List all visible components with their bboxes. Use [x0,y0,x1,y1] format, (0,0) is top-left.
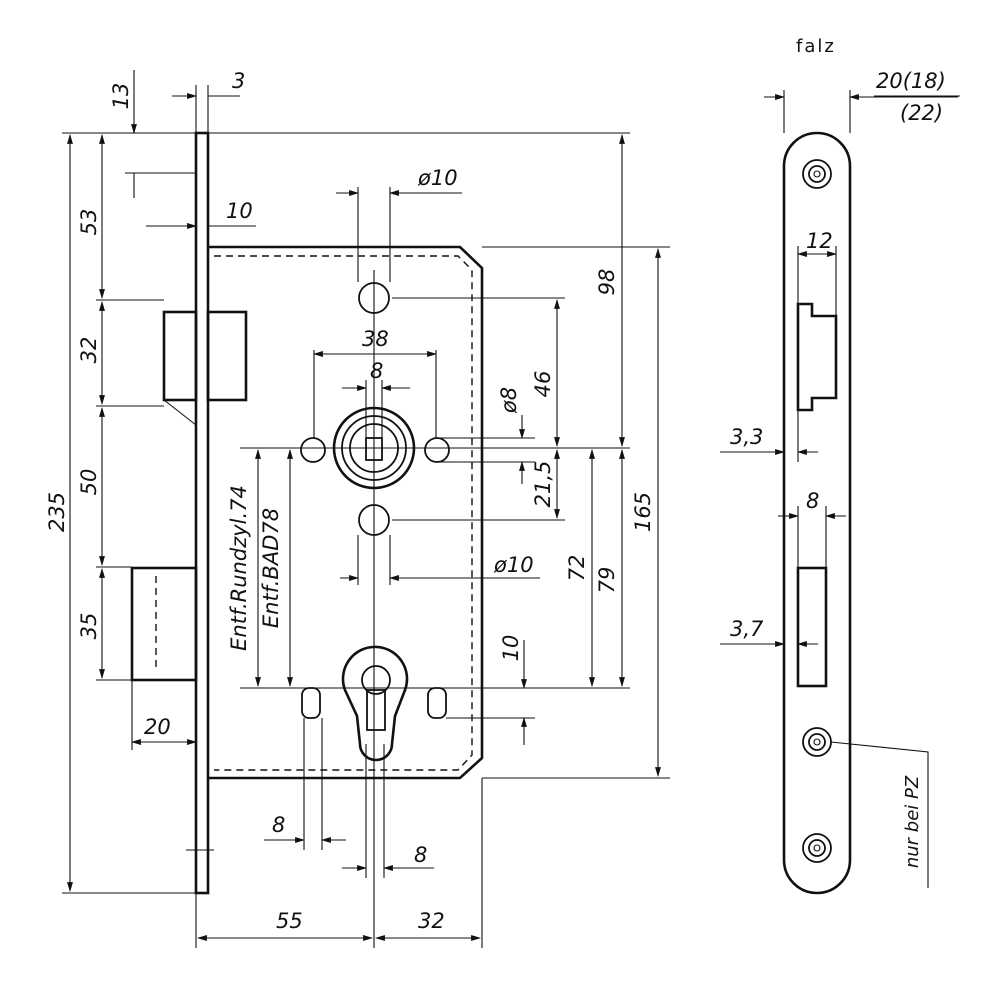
dim-20: 20 [144,715,171,739]
faceplate-side [782,131,852,895]
note-entf-rundzyl: Entf.Rundzyl.74 [227,485,251,651]
front-view: 13 3 53 10 32 50 235 35 20 ø10 38 8 ø8 4… [45,69,670,948]
dim-165: 165 [631,492,655,532]
dim-8-bottom-mid: 8 [414,843,427,867]
dim-dia10-mid: ø10 [493,553,534,577]
dim-46: 46 [531,371,555,398]
dim-3-3: 3,3 [730,425,763,449]
lock-case-outline [208,245,484,780]
side-view: falz 20(18) (22) 12 3,3 8 3,7 nur bei PZ [720,36,960,895]
dim-38: 38 [362,327,389,351]
falz-label: falz [796,36,836,57]
dim-21-5: 21,5 [531,461,555,508]
dim-98: 98 [595,269,619,296]
dim-235: 235 [45,492,69,532]
dim-13: 13 [109,83,133,110]
dim-55: 55 [276,909,303,933]
dim-12: 12 [806,229,833,253]
dim-32-bottom: 32 [418,909,445,933]
dim-10-top: 10 [226,199,253,223]
dim-dia10-top: ø10 [417,166,458,190]
dim-53: 53 [77,209,101,236]
screw-top [802,159,832,189]
note-entf-bad: Entf.BAD78 [259,508,283,628]
faceplate [194,131,210,895]
screw-middle [802,727,832,757]
dim-falz: 20(18) [876,69,946,93]
latch-bolt-inner [206,310,248,402]
latch-bolt [162,310,198,402]
dim-72: 72 [565,555,589,582]
dim-79: 79 [595,567,619,594]
note-nur-bei-pz: nur bei PZ [902,775,923,868]
dim-8-side: 8 [806,489,819,513]
dead-bolt [130,566,198,682]
dim-35: 35 [77,613,101,640]
dim-10-cylinder: 10 [499,635,523,662]
bolt-opening [796,566,828,688]
dim-8-bottom-left: 8 [272,813,285,837]
dim-falz-alt: (22) [900,101,943,125]
screw-hole-left [300,437,326,463]
dim-3-7: 3,7 [730,617,764,641]
dim-dia8: ø8 [497,387,521,414]
dim-50: 50 [77,469,101,496]
dim-8-top: 8 [370,359,383,383]
dim-32-left: 32 [77,337,101,364]
lock-case-inner-dashed [214,255,473,771]
latch-opening [796,302,838,412]
cylinder-cutout [301,645,447,762]
screw-hole-right [424,437,450,463]
dim-3: 3 [232,69,245,93]
screw-bottom [802,833,832,863]
